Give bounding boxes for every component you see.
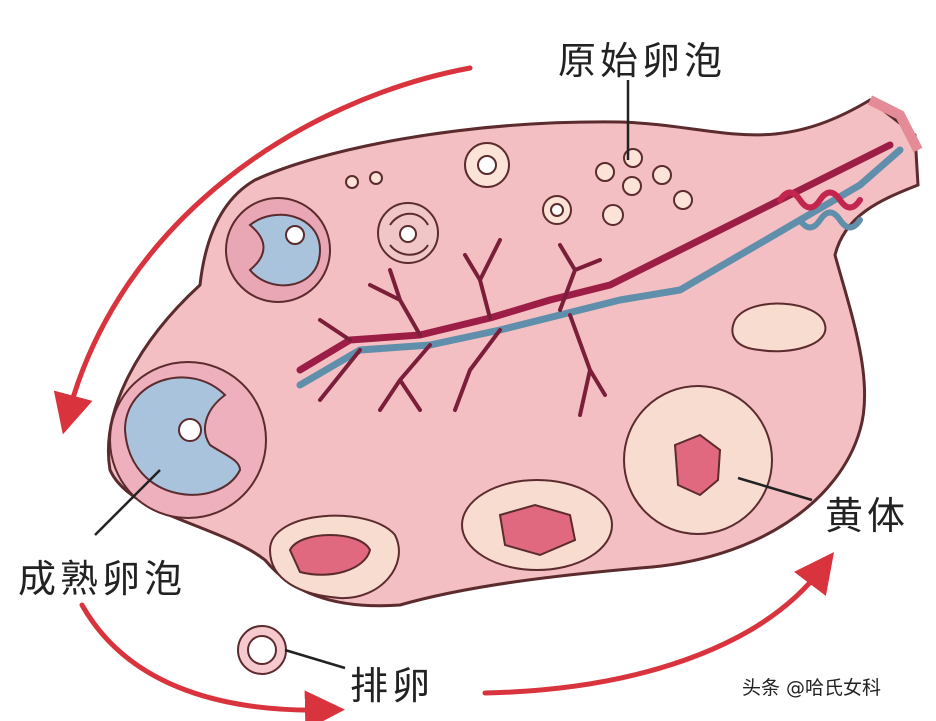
cycle-arrow-bottom-left: [79, 602, 345, 721]
vessel-branch: [368, 268, 422, 337]
growing-follicles: [225, 197, 439, 303]
label-mature-follicle: 成熟卵泡: [18, 557, 187, 601]
cycle-arrow-top: [53, 65, 473, 435]
vein-coil: [797, 209, 863, 231]
vessel-branch: [463, 238, 502, 320]
leader-corpus: [737, 476, 813, 502]
vessel-branch: [378, 343, 432, 412]
artery-coil: [777, 189, 863, 211]
fallopian-tube-edge: [867, 95, 923, 153]
cycle-arrow-bottom-right: [482, 552, 835, 696]
label-ovulation: 排卵: [350, 664, 435, 708]
primordial-follicles: [345, 142, 693, 226]
watermark: 头条 @哈氏女科: [742, 677, 882, 699]
label-corpus-luteum: 黄体: [825, 494, 910, 538]
blood-vessels: [296, 141, 904, 417]
leader-mature: [94, 469, 161, 536]
ovulated-egg: [237, 625, 287, 675]
leader-lines: [94, 80, 813, 670]
vessel-branch: [558, 243, 602, 312]
vessel-branch: [318, 318, 362, 402]
label-primordial-follicle: 原始卵泡: [558, 39, 727, 83]
artery: [296, 141, 894, 374]
mature-follicle: [109, 361, 267, 519]
corpus-luteum-stages: [268, 302, 827, 600]
vessel-branch: [568, 313, 607, 417]
vessel-branch: [453, 328, 502, 412]
leader-ovulation: [284, 648, 346, 670]
vein: [296, 146, 904, 389]
